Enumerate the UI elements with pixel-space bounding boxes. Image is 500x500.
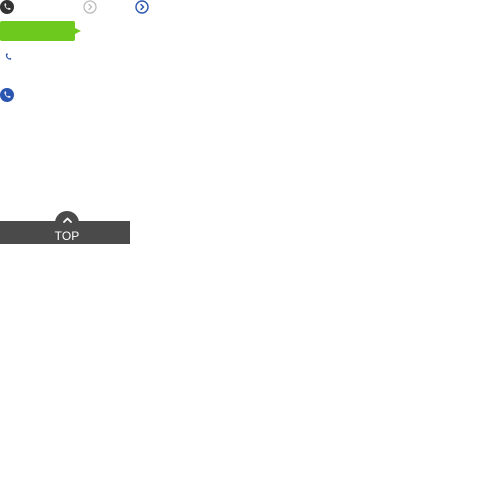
- green-tab-marker[interactable]: [0, 21, 82, 41]
- top-button-label: TOP: [54, 229, 80, 243]
- chevron-right-circle-icon[interactable]: [83, 0, 97, 14]
- phone-icon: [0, 88, 14, 102]
- phone-icon: [5, 53, 12, 60]
- top-button-knob: [55, 211, 79, 231]
- chevron-right-circle-icon[interactable]: [135, 0, 149, 14]
- scroll-to-top-button[interactable]: TOP: [0, 211, 130, 244]
- chevron-up-icon: [63, 217, 72, 223]
- phone-icon: [0, 0, 14, 14]
- top-button-bar: [0, 221, 130, 244]
